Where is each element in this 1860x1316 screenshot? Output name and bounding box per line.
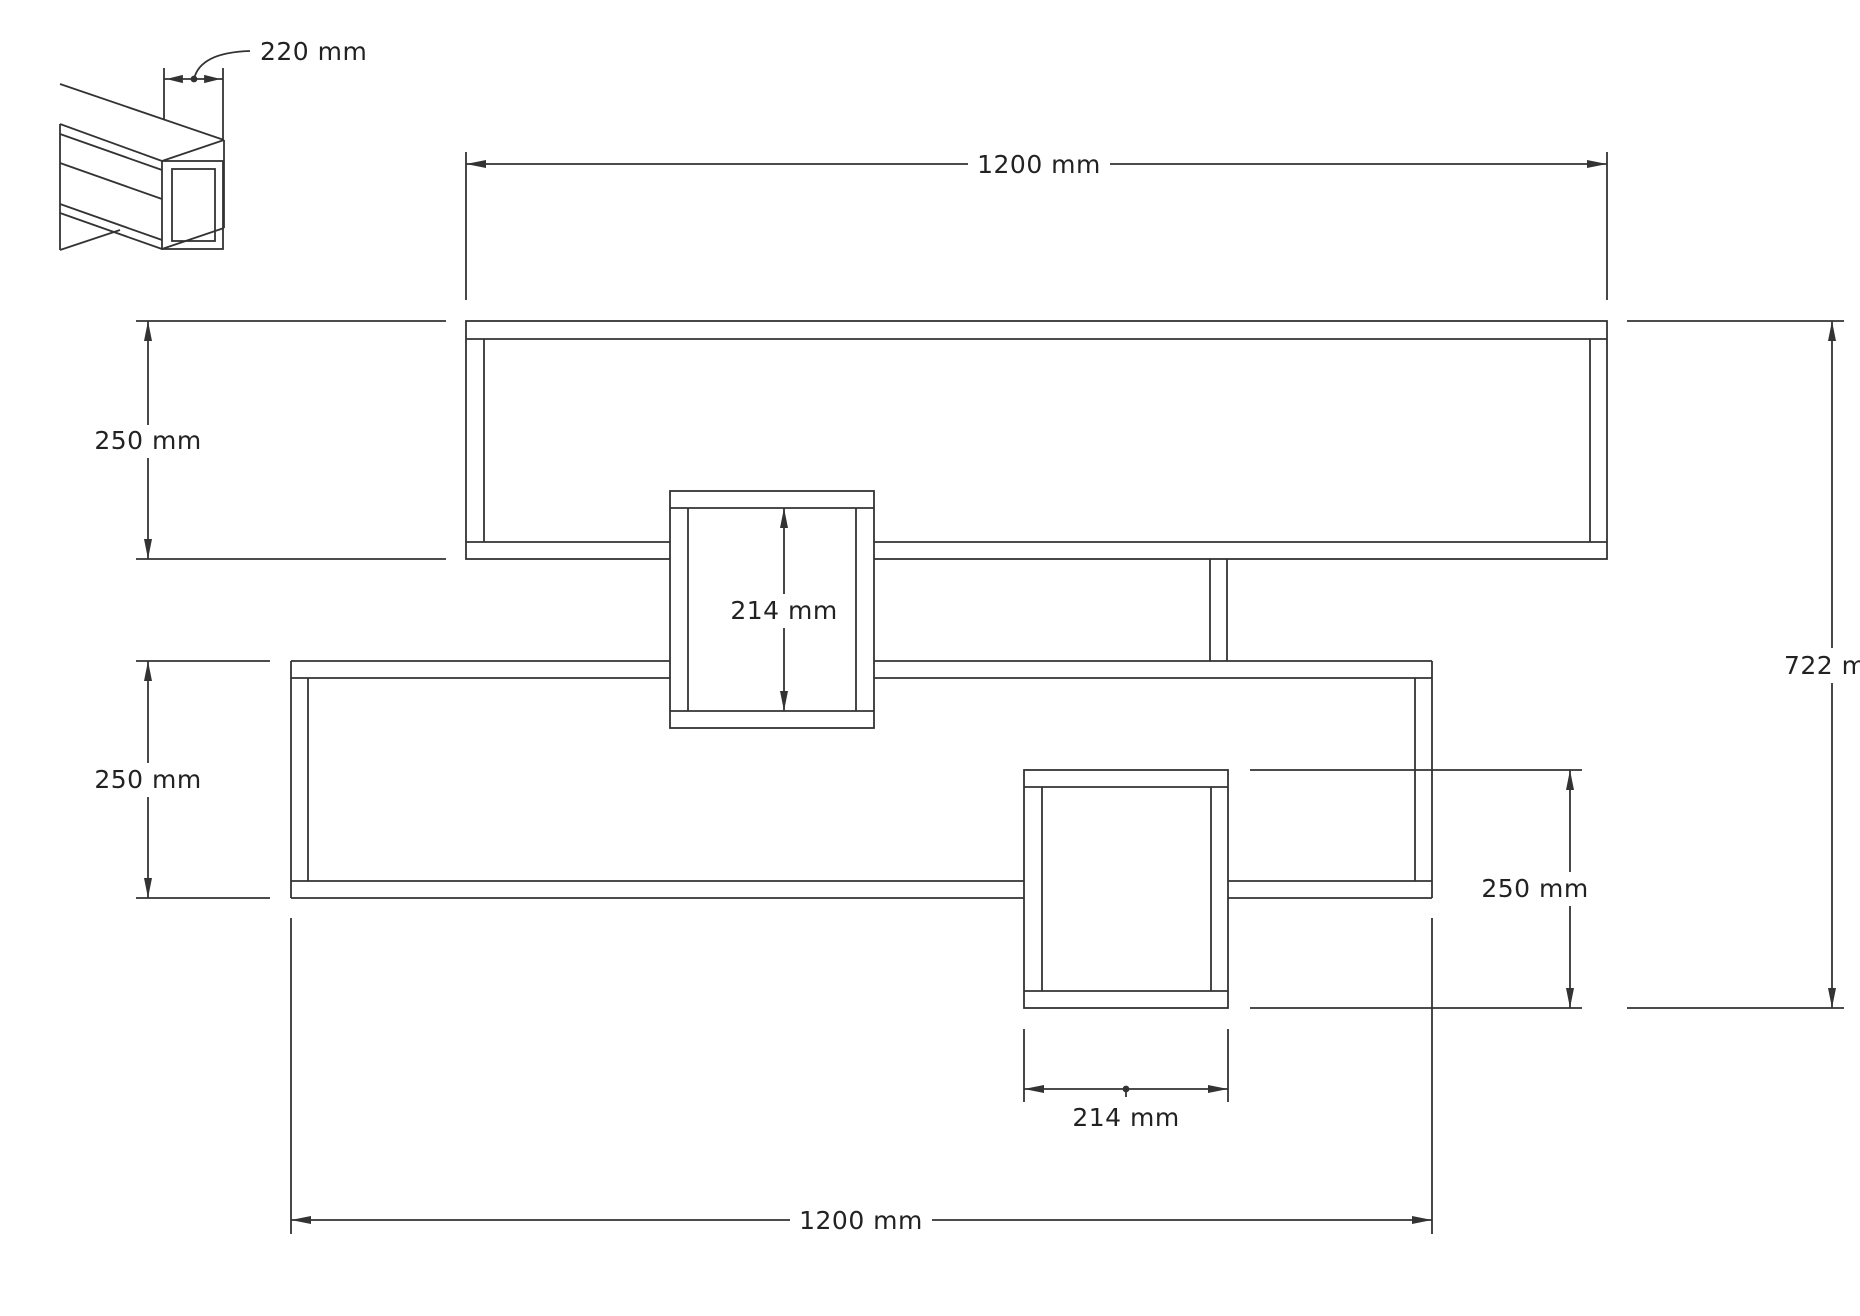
total-height-dimension (1627, 320, 1844, 1009)
inner-cube-height-label: 214 mm (730, 596, 837, 625)
total-height-label: 722 mm (1784, 651, 1860, 680)
isometric-shelf-detail (59, 83, 225, 251)
top-width-dimension (465, 152, 1608, 300)
bottom-shelf (290, 660, 1433, 899)
right-cube-width-dimension (1023, 1029, 1229, 1102)
right-cube-height-label: 250 mm (1481, 874, 1588, 903)
right-cube-height-dimension (1250, 769, 1582, 1009)
top-height-label: 250 mm (94, 426, 201, 455)
right-cube (1023, 769, 1229, 1009)
bottom-height-dimension (136, 660, 270, 899)
right-cube-width-label: 214 mm (1072, 1103, 1179, 1132)
center-cube (669, 490, 875, 729)
depth-label: 220 mm (260, 37, 367, 66)
top-shelf (465, 320, 1608, 560)
bottom-width-dimension (290, 918, 1433, 1234)
top-height-dimension (136, 320, 446, 560)
depth-dimension (163, 50, 251, 140)
shelf-connector-post (1209, 559, 1228, 661)
bottom-width-label: 1200 mm (799, 1206, 923, 1235)
bottom-height-label: 250 mm (94, 765, 201, 794)
top-width-label: 1200 mm (977, 150, 1101, 179)
